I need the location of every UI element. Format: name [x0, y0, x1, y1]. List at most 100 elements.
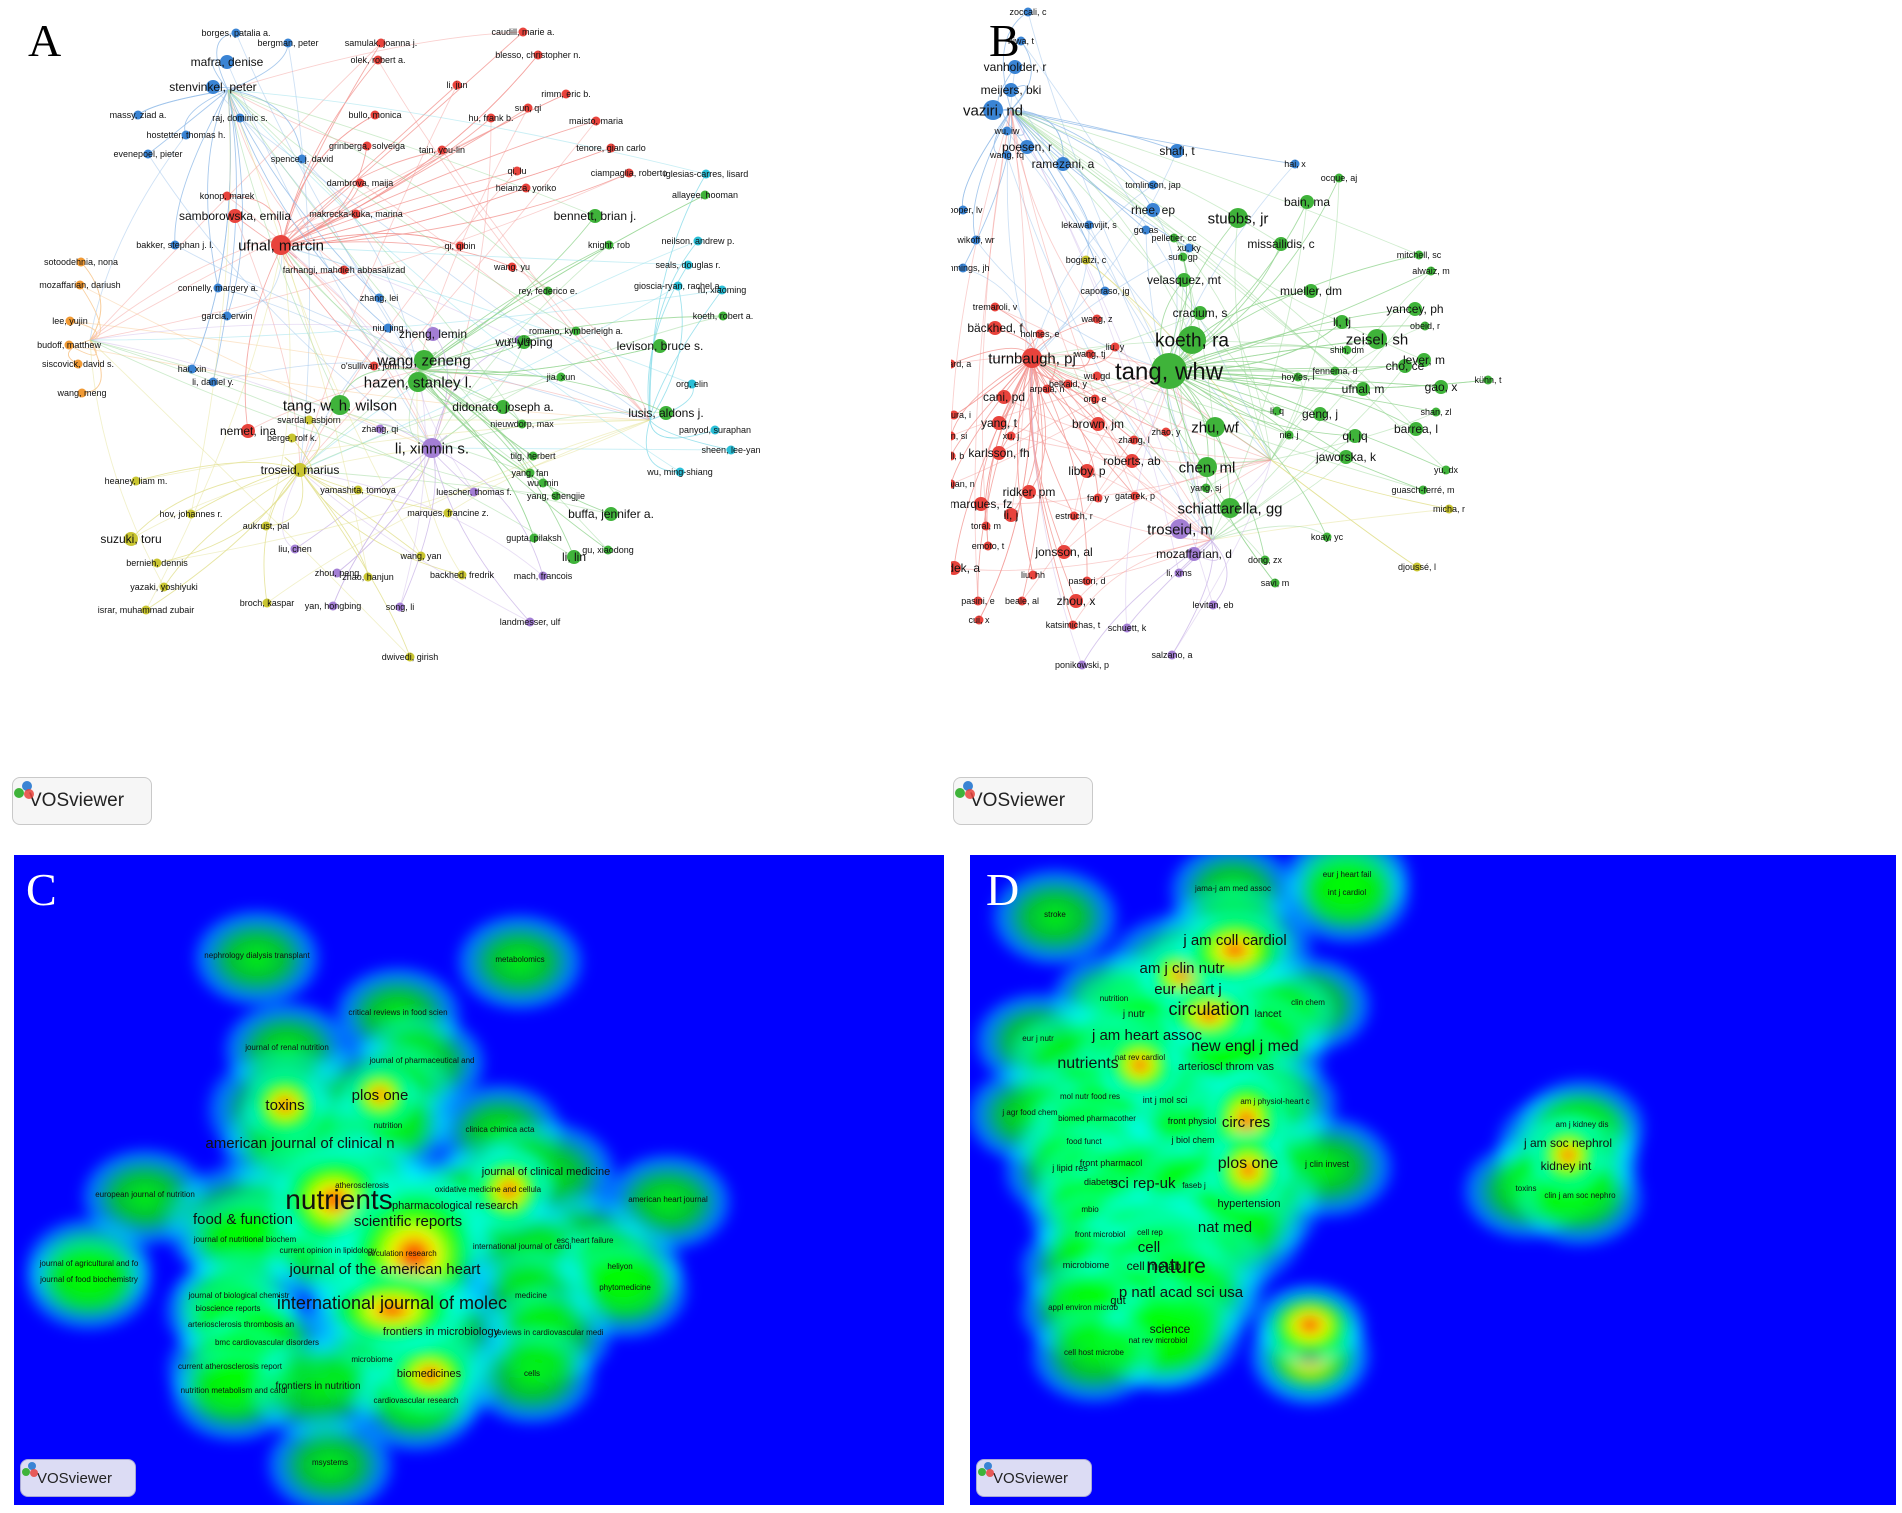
- network-node: [1367, 329, 1387, 349]
- node-label: blesso, christopher n.: [495, 50, 581, 60]
- node-label: iglesias-carres, lisard: [664, 169, 749, 179]
- edge: [645, 419, 681, 473]
- network-node: [1122, 623, 1132, 633]
- edge: [281, 172, 630, 247]
- network-node: [1022, 485, 1036, 499]
- network-node: [1272, 406, 1282, 416]
- network-node: [1129, 435, 1139, 445]
- edge: [431, 315, 724, 449]
- edge: [951, 370, 1170, 437]
- edge: [227, 89, 549, 292]
- journal-label: nature: [1146, 1255, 1206, 1278]
- network-node: [1069, 594, 1083, 608]
- edge: [431, 339, 520, 449]
- network-node: [222, 311, 232, 321]
- edge: [227, 89, 369, 578]
- edge: [227, 89, 523, 425]
- journal-label: current opinion in lipidology: [280, 1246, 377, 1255]
- journal-label: nat rev microbiol: [1129, 1336, 1188, 1345]
- journal-label: critical reviews in food scien: [348, 1008, 447, 1017]
- journal-label: medicine: [515, 1291, 548, 1300]
- edge: [417, 369, 535, 539]
- node-label: samborowska, emilia: [179, 209, 291, 223]
- edge: [281, 117, 492, 247]
- density-halo: [987, 865, 1123, 969]
- node-label: hai, xin: [178, 364, 207, 374]
- node-label: levitan, eb: [1192, 600, 1233, 610]
- journal-label: clin j am soc nephro: [1544, 1191, 1616, 1200]
- node-label: ufnal, marcin: [238, 237, 324, 254]
- edge: [280, 244, 419, 371]
- node-label: cracium, s: [1173, 306, 1228, 320]
- network-node: [1418, 485, 1428, 495]
- node-label: gu, xiaodong: [582, 545, 634, 555]
- edge: [145, 469, 301, 611]
- edge: [1031, 346, 1116, 367]
- node-label: tang, w. h. wilson: [283, 397, 397, 414]
- node-label: raj, dominic s.: [212, 113, 268, 123]
- network-node: [293, 463, 307, 477]
- node-label: cummings, jh: [951, 263, 990, 273]
- network-node: [1205, 417, 1225, 437]
- edge: [281, 187, 527, 247]
- edge: [1270, 411, 1437, 461]
- node-label: tang, whw: [1115, 358, 1224, 385]
- network-node: [1008, 60, 1022, 74]
- network-node: [1006, 431, 1016, 441]
- edge: [1021, 370, 1170, 602]
- edge: [1168, 243, 1282, 372]
- network-node: [981, 521, 991, 531]
- node-label: koeth, ra: [1155, 331, 1229, 352]
- node-label: lee, yujin: [52, 316, 88, 326]
- edge: [227, 89, 681, 473]
- edge: [1168, 370, 1347, 458]
- network-node: [717, 285, 727, 295]
- journal-label: journal of renal nutrition: [244, 1043, 329, 1052]
- journal-label: diabetes: [1084, 1177, 1119, 1187]
- edge: [961, 109, 1012, 211]
- edge: [226, 89, 243, 317]
- network-node: [973, 596, 983, 606]
- edge: [997, 66, 1016, 111]
- vosviewer-badge-d: VOSviewer: [976, 1459, 1092, 1497]
- edge: [1010, 109, 1090, 226]
- network-node: [528, 451, 538, 461]
- node-label: siscovick, david s.: [42, 359, 114, 369]
- density-hotspot: [1250, 1280, 1370, 1370]
- network-node: [363, 572, 373, 582]
- network-node: [693, 236, 703, 246]
- node-label: ponikowski, p: [1055, 660, 1109, 670]
- node-label: wang, z: [1080, 314, 1113, 324]
- node-label: xu, jie: [507, 335, 531, 345]
- edge: [1168, 360, 1299, 378]
- node-label: nemet, ina: [220, 424, 276, 438]
- edge: [281, 31, 524, 247]
- network-node: [604, 507, 618, 521]
- journal-label: cardiovascular research: [374, 1396, 459, 1405]
- edge: [1270, 459, 1418, 568]
- journal-label: sci rep-uk: [1110, 1175, 1176, 1192]
- node-label: cani, pd: [983, 390, 1025, 404]
- edge: [1085, 259, 1272, 461]
- node-label: wang, zeneng: [376, 352, 470, 369]
- network-node: [1274, 237, 1288, 251]
- edge: [431, 447, 732, 451]
- network-node: [1004, 508, 1018, 522]
- edge: [190, 89, 231, 515]
- network-node: [1091, 417, 1105, 431]
- edge: [648, 240, 699, 421]
- journal-label: reviews in cardiovascular medi: [495, 1328, 604, 1337]
- edge: [156, 419, 651, 564]
- edge: [1075, 459, 1272, 602]
- node-label: ocque, aj: [1321, 173, 1358, 183]
- network-node: [1092, 314, 1102, 324]
- edge: [1234, 217, 1272, 461]
- edge: [981, 109, 1012, 547]
- network-node: [700, 190, 710, 200]
- network-node: [1093, 493, 1103, 503]
- edge: [1031, 353, 1091, 370]
- edge: [1270, 177, 1340, 461]
- network-node: [76, 257, 86, 267]
- network-node: [1412, 562, 1422, 572]
- node-label: gatarek, p: [1115, 491, 1155, 501]
